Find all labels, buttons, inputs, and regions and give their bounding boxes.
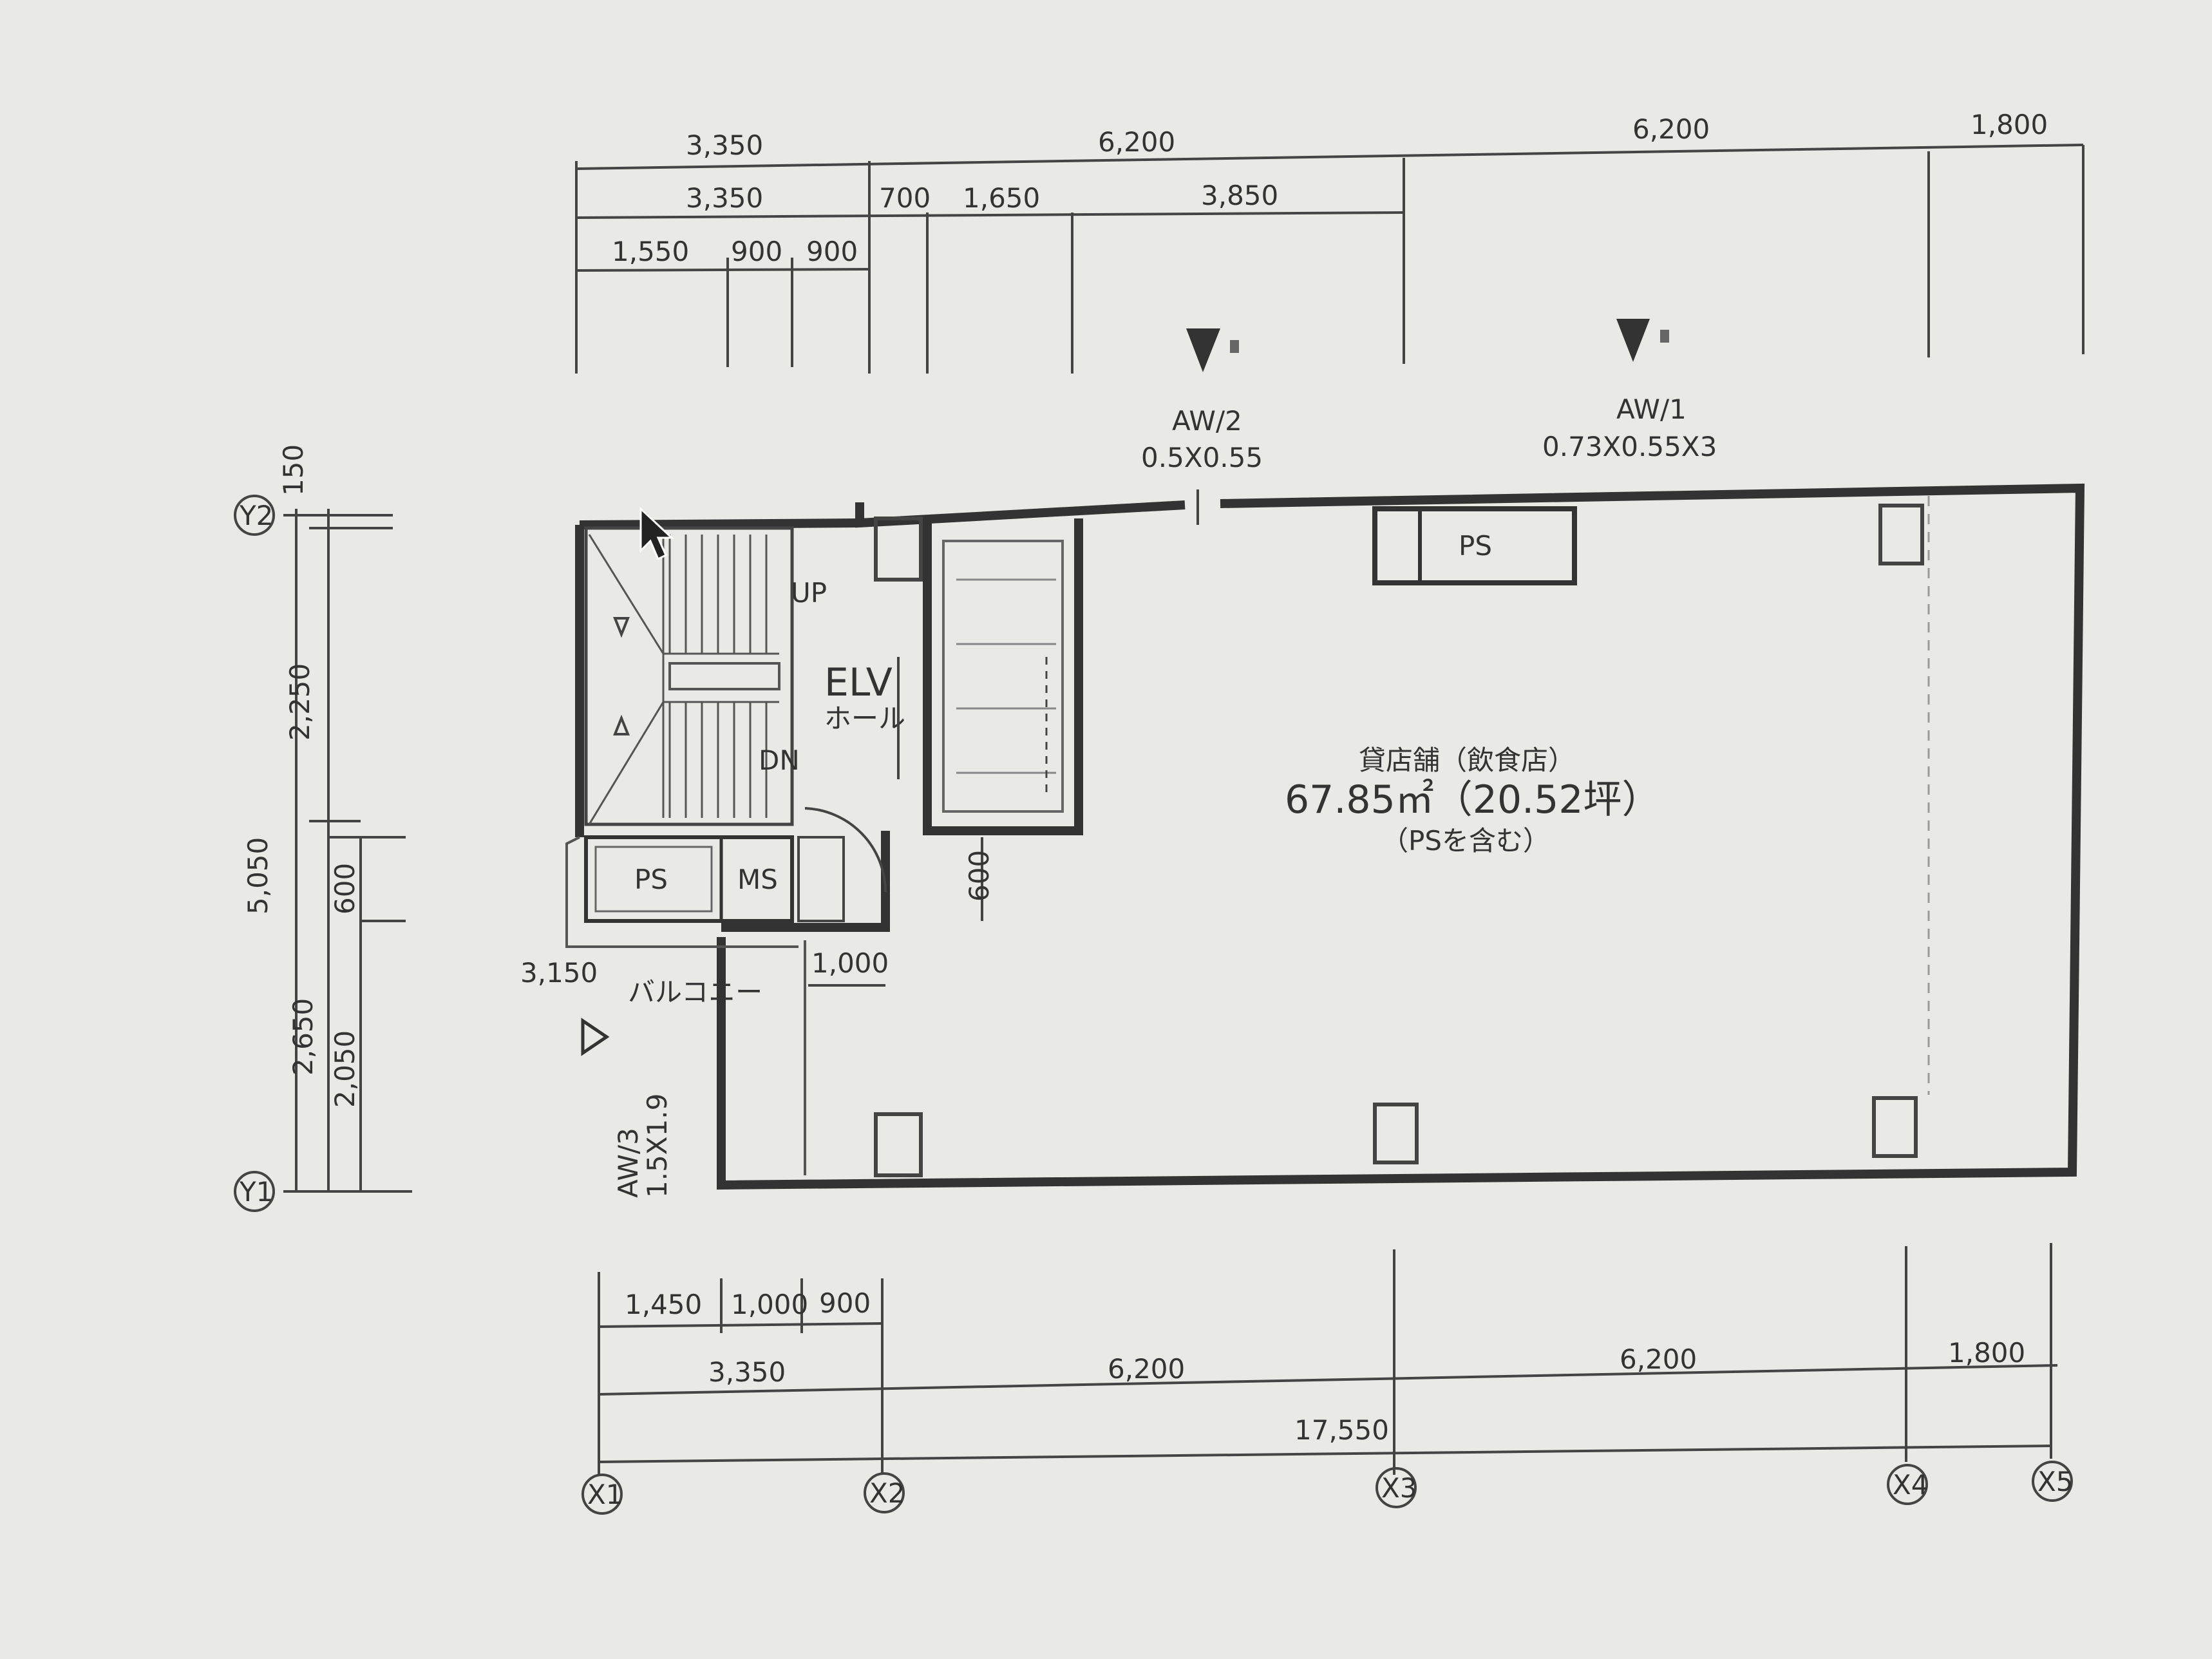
stair-dn-label: DN bbox=[759, 744, 800, 776]
top-dim-row1-3: 6,200 bbox=[1632, 113, 1710, 145]
staircase: UP DN bbox=[584, 526, 827, 826]
top-dimension-lines bbox=[575, 144, 2084, 374]
window-marker-aw2: AW/2 0.5X0.55 bbox=[1141, 328, 1263, 473]
grid-x4-label: X4 bbox=[1893, 1469, 1929, 1501]
stair-up-label: UP bbox=[791, 577, 827, 609]
window-aw1-size: 0.73X0.55X3 bbox=[1542, 431, 1717, 462]
door-swing bbox=[804, 807, 887, 893]
grid-x5-label: X5 bbox=[2037, 1466, 2074, 1497]
window-marker-aw3: AW/3 1.5X1.9 bbox=[581, 1018, 673, 1198]
left-dimension-lines bbox=[283, 509, 412, 1193]
balcony-label: バルコニー bbox=[628, 976, 762, 1008]
grid-x1-label: X1 bbox=[587, 1479, 623, 1510]
window-aw3-name: AW/3 bbox=[612, 1128, 644, 1198]
dim-600-label: 600 bbox=[963, 850, 995, 902]
top-dim-row3-2: 900 bbox=[731, 236, 782, 267]
column-x2-top bbox=[874, 517, 923, 582]
top-dim-row1-4: 1,800 bbox=[1971, 109, 2048, 140]
shop-room-label: 貸店舗（飲食店） 67.85㎡（20.52坪） （PSを含む） bbox=[1285, 744, 1661, 857]
balcony: バルコニー bbox=[565, 836, 806, 1182]
grid-y1-label: Y1 bbox=[239, 1176, 273, 1208]
bottom-dim-row1-1: 1,450 bbox=[625, 1289, 702, 1320]
top-dim-row2-4: 3,850 bbox=[1201, 180, 1278, 211]
grid-bubble-y1: Y1 bbox=[234, 1171, 275, 1212]
bottom-dimension-lines bbox=[598, 1243, 2058, 1475]
elv-hall-label-2: ホール bbox=[824, 703, 905, 734]
stair-core-wall bbox=[721, 831, 890, 932]
ps-shaft: PS bbox=[1372, 506, 1577, 585]
shop-name: 貸店舗（飲食店） bbox=[1359, 744, 1575, 776]
top-dim-row2-3: 1,650 bbox=[963, 182, 1040, 214]
top-dim-row1-1: 3,350 bbox=[686, 129, 763, 161]
ps-ms-cabinets: PS MS bbox=[584, 835, 845, 923]
bottom-dim-row2-1: 3,350 bbox=[708, 1356, 786, 1388]
ps-label: PS bbox=[1459, 530, 1492, 562]
column-x4-bottom bbox=[1872, 1096, 1918, 1158]
dim-1000-label: 1,000 bbox=[811, 947, 889, 979]
shop-note: （PSを含む） bbox=[1381, 825, 1550, 857]
elevator-shaft bbox=[923, 518, 1083, 835]
mouse-cursor-icon bbox=[639, 506, 674, 561]
grid-x2-label: X2 bbox=[869, 1477, 905, 1509]
bottom-dim-row2-3: 6,200 bbox=[1620, 1343, 1697, 1375]
grid-x3-label: X3 bbox=[1381, 1472, 1417, 1504]
left-dim-600: 600 bbox=[329, 863, 361, 915]
bottom-dim-row2-4: 1,800 bbox=[1948, 1337, 2025, 1369]
column-x2-bottom bbox=[874, 1112, 923, 1177]
top-dim-row3-3: 900 bbox=[806, 236, 858, 267]
elv-hall-label-1: ELV bbox=[824, 660, 893, 705]
column-x4-top bbox=[1878, 504, 1924, 565]
grid-bubble-x2: X2 bbox=[864, 1472, 905, 1513]
bottom-dim-row1-3: 900 bbox=[819, 1287, 871, 1319]
grid-bubble-x4: X4 bbox=[1887, 1464, 1929, 1505]
window-aw3-size: 1.5X1.9 bbox=[641, 1094, 673, 1198]
grid-y2-label: Y2 bbox=[239, 500, 273, 531]
dim-3150-label: 3,150 bbox=[520, 957, 598, 989]
left-dim-150: 150 bbox=[278, 444, 309, 496]
shop-area: 67.85㎡（20.52坪） bbox=[1285, 777, 1661, 822]
top-dim-row2-1: 3,350 bbox=[686, 182, 763, 214]
window-marker-aw1: AW/1 0.73X0.55X3 bbox=[1542, 319, 1717, 462]
grid-bubble-x5: X5 bbox=[2032, 1461, 2074, 1502]
top-dim-row1-2: 6,200 bbox=[1098, 126, 1175, 158]
ms-label: MS bbox=[737, 864, 778, 895]
left-dim-2050: 2,050 bbox=[329, 1030, 361, 1108]
left-dim-2250: 2,250 bbox=[284, 663, 316, 741]
top-dim-row3-1: 1,550 bbox=[612, 236, 689, 267]
window-aw2-size: 0.5X0.55 bbox=[1141, 442, 1263, 473]
window-aw2-name: AW/2 bbox=[1172, 405, 1242, 437]
grid-bubble-y2: Y2 bbox=[234, 495, 275, 536]
bottom-dim-row1-2: 1,000 bbox=[731, 1289, 808, 1320]
left-dim-2650: 2,650 bbox=[287, 998, 319, 1076]
top-dim-row2-2: 700 bbox=[879, 182, 931, 214]
bottom-dim-total: 17,550 bbox=[1294, 1414, 1389, 1446]
grid-bubble-x3: X3 bbox=[1375, 1467, 1417, 1508]
column-x3-bottom bbox=[1373, 1103, 1419, 1164]
ps-label-2: PS bbox=[634, 864, 668, 895]
bottom-dim-row2-2: 6,200 bbox=[1108, 1353, 1185, 1385]
left-dim-5050: 5,050 bbox=[242, 837, 274, 915]
window-aw1-name: AW/1 bbox=[1616, 393, 1687, 425]
grid-bubble-x1: X1 bbox=[581, 1474, 623, 1515]
